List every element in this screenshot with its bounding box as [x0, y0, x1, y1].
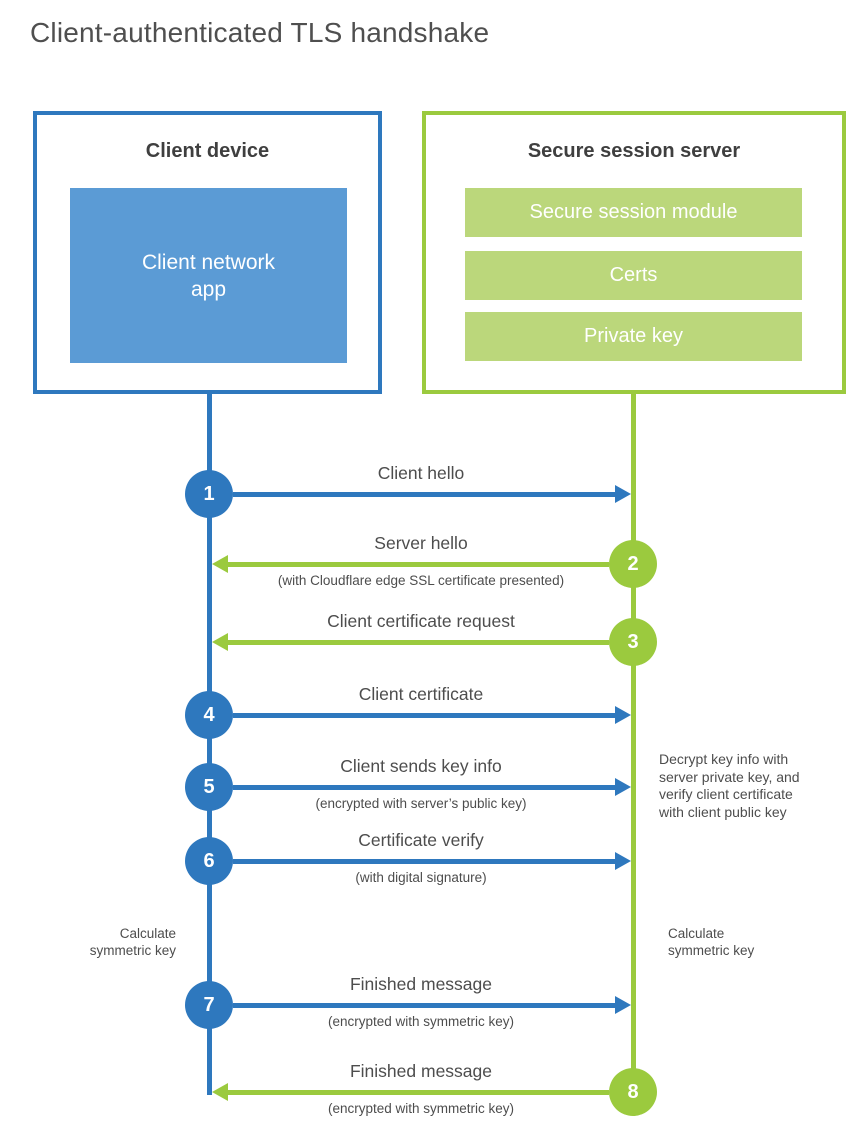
step-label-3: Client certificate request — [327, 611, 515, 631]
step-sublabel-7: (encrypted with symmetric key) — [327, 1014, 515, 1029]
arrow-head-right-4 — [614, 706, 631, 724]
page-title: Client-authenticated TLS handshake — [30, 17, 490, 48]
step-label-2: Server hello — [374, 533, 468, 553]
step-circle-7: 7 — [185, 981, 233, 1029]
server-lifeline — [631, 394, 636, 1092]
step-circle-6: 6 — [185, 837, 233, 885]
step-sublabel-6: (with digital signature) — [355, 870, 487, 885]
client-network-app-box: Client network app — [70, 188, 347, 363]
step-label-5: Client sends key info — [340, 756, 502, 776]
step-circle-5: 5 — [185, 763, 233, 811]
step-sublabel-2: (with Cloudflare edge SSL certificate pr… — [277, 573, 565, 588]
server-module-private-key: Private key — [465, 312, 802, 361]
step-label-6: Certificate verify — [358, 830, 484, 850]
step-number: 1 — [203, 482, 215, 505]
step-number: 2 — [627, 552, 639, 575]
arrow-shaft-3 — [225, 639, 609, 645]
step-circle-3: 3 — [609, 618, 657, 666]
server-calculate-symmetric-key-note: Calculate symmetric key — [668, 926, 755, 958]
client-device-title: Client device — [145, 140, 270, 162]
arrow-head-right-1 — [614, 485, 631, 503]
arrow-shaft-4 — [233, 712, 617, 718]
arrow-head-right-7 — [614, 996, 631, 1014]
secure-session-server-box: Secure session server Secure session mod… — [422, 111, 846, 394]
arrow-head-right-5 — [614, 778, 631, 796]
arrow-head-left-8 — [211, 1083, 228, 1101]
step-label-8: Finished message — [349, 1061, 493, 1081]
step-circle-4: 4 — [185, 691, 233, 739]
step-number: 7 — [203, 993, 215, 1016]
arrow-head-left-2 — [211, 555, 228, 573]
arrow-shaft-6 — [233, 858, 617, 864]
arrow-shaft-5 — [233, 784, 617, 790]
step-circle-8: 8 — [609, 1068, 657, 1116]
step-number: 5 — [203, 775, 215, 798]
step-label-4: Client certificate — [358, 684, 484, 704]
arrow-shaft-1 — [233, 491, 617, 497]
step-number: 6 — [203, 849, 215, 872]
arrow-shaft-2 — [225, 561, 609, 567]
server-module-secure-session-module: Secure session module — [465, 188, 802, 237]
step-number: 3 — [627, 630, 639, 653]
client-device-box: Client device Client network app — [33, 111, 382, 394]
arrow-head-right-6 — [614, 852, 631, 870]
step-label-1: Client hello — [377, 463, 465, 483]
arrow-head-left-3 — [211, 633, 228, 651]
server-module-certs: Certs — [465, 251, 802, 300]
step-sublabel-8: (encrypted with symmetric key) — [327, 1101, 515, 1116]
client-calculate-symmetric-key-note: Calculate symmetric key — [89, 926, 176, 958]
step-sublabel-5: (encrypted with server’s public key) — [315, 796, 527, 811]
step-circle-2: 2 — [609, 540, 657, 588]
client-lifeline — [207, 394, 212, 1095]
arrow-shaft-8 — [225, 1089, 609, 1095]
arrow-shaft-7 — [233, 1002, 617, 1008]
step-circle-1: 1 — [185, 470, 233, 518]
step-number: 4 — [203, 703, 215, 726]
server-decrypt-note: Decrypt key info with server private key… — [659, 751, 800, 820]
step-number: 8 — [627, 1080, 639, 1103]
step-label-7: Finished message — [349, 974, 493, 994]
secure-session-server-title: Secure session server — [527, 140, 741, 162]
